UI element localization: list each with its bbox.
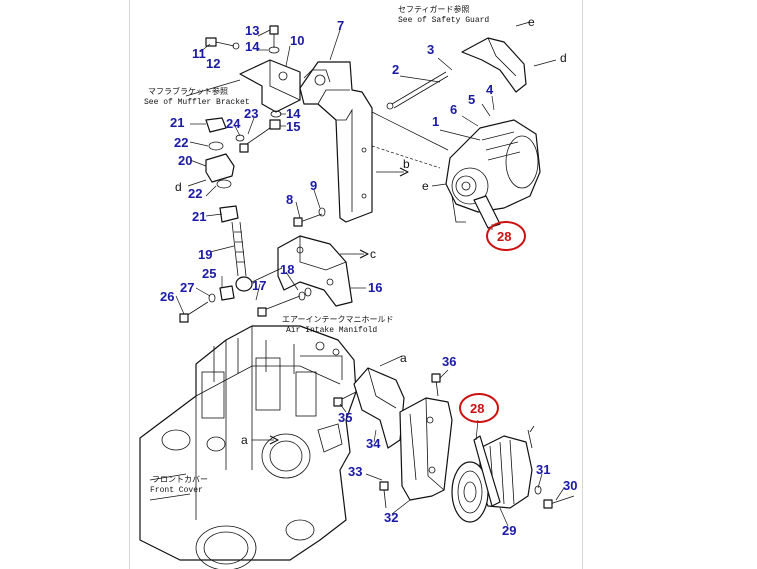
safety-guard-stay: [461, 37, 527, 93]
label-air-intake-jp: エアーインテークマニホールド: [282, 315, 394, 324]
part-number: 14: [286, 106, 301, 121]
part-number: 18: [280, 262, 294, 277]
fastener-cluster-top-left: [205, 25, 326, 227]
part-number: 7: [337, 18, 344, 33]
part-number: 22: [174, 135, 188, 150]
part-number: 29: [502, 523, 516, 538]
label-front-cover-en: Front Cover: [150, 486, 203, 495]
part-number: 5: [468, 92, 475, 107]
part-number: 22: [188, 186, 202, 201]
part-number: 34: [366, 436, 381, 451]
leader-lines-top: [175, 29, 495, 315]
bracket-part-34: [353, 367, 405, 449]
part-number: 33: [348, 464, 362, 479]
part-number: 16: [368, 280, 382, 295]
part-number: 11: [192, 46, 206, 61]
part-number: 3: [427, 42, 434, 57]
part-number: 30: [563, 478, 577, 493]
part-number: 13: [245, 23, 259, 38]
connector-arrows-bottom: [252, 355, 403, 445]
part-number: 35: [338, 410, 352, 425]
part-number: 19: [198, 247, 212, 262]
label-air-intake-en: Air Intake Manifold: [286, 326, 377, 335]
connector-letter-e-top: e: [528, 15, 535, 29]
part-number: 23: [244, 106, 258, 121]
part-number: 20: [178, 153, 192, 168]
part-number: 4: [486, 82, 494, 97]
part-number: 36: [442, 354, 456, 369]
connector-arrows-top: [187, 21, 557, 259]
bracket-part-32: [399, 397, 453, 501]
part-number: 10: [290, 33, 304, 48]
connector-letter-b: b: [403, 157, 410, 171]
part-number-28-highlighted: 28: [497, 229, 511, 244]
part-number: 9: [310, 178, 317, 193]
label-safety-guard-jp: セフティガード参照: [398, 4, 470, 14]
stud-bolt-2: [386, 71, 449, 110]
part-number: 32: [384, 510, 398, 525]
connector-letter-c: c: [370, 247, 376, 261]
part-number: 12: [206, 56, 220, 71]
fastener-cluster-bottom: [333, 373, 575, 509]
engine-block: [139, 325, 357, 569]
part-number: 1: [432, 114, 439, 129]
leader-lines-bottom: [339, 369, 565, 527]
part-number: 8: [286, 192, 293, 207]
alternator-bottom: [451, 425, 535, 523]
part-number: 17: [252, 278, 266, 293]
part-number: 31: [536, 462, 550, 477]
part-number: 26: [160, 289, 174, 304]
highlight-circle-28-top: [486, 221, 526, 251]
part-number: 25: [202, 266, 216, 281]
part-number: 6: [450, 102, 457, 117]
part-number: 27: [180, 280, 194, 295]
part-number: 2: [392, 62, 399, 77]
connector-letter-d-right: d: [560, 51, 567, 65]
bracket-part-16: [277, 235, 353, 307]
connector-letter-a-left: a: [241, 433, 248, 447]
bracket-part-7: [299, 61, 373, 223]
connector-letter-d-left: d: [175, 180, 182, 194]
bracket-part-10: [239, 59, 301, 113]
label-muffler-bracket-en: See of Muffler Bracket: [144, 98, 250, 107]
part-number: 24: [226, 116, 241, 131]
alternator-top: [445, 119, 541, 229]
rod-part-19: [231, 221, 283, 292]
part-number: 21: [192, 209, 206, 224]
part-number: 14: [245, 39, 260, 54]
connector-letter-a-right: a: [400, 351, 407, 365]
label-muffler-bracket-jp: マフラブラケット参照: [148, 86, 228, 96]
part-number-28-highlighted: 28: [470, 401, 484, 416]
connector-letter-e-left: e: [422, 179, 429, 193]
label-front-cover-jp: フロントカバー: [152, 475, 208, 484]
diagram-frame: [129, 0, 583, 569]
highlight-circle-28-bottom: [459, 393, 499, 423]
label-safety-guard-en: See of Safety Guard: [398, 16, 489, 25]
fastener-cluster-lower-left: [179, 285, 312, 323]
part-number: 21: [170, 115, 184, 130]
part-number: 15: [286, 119, 300, 134]
